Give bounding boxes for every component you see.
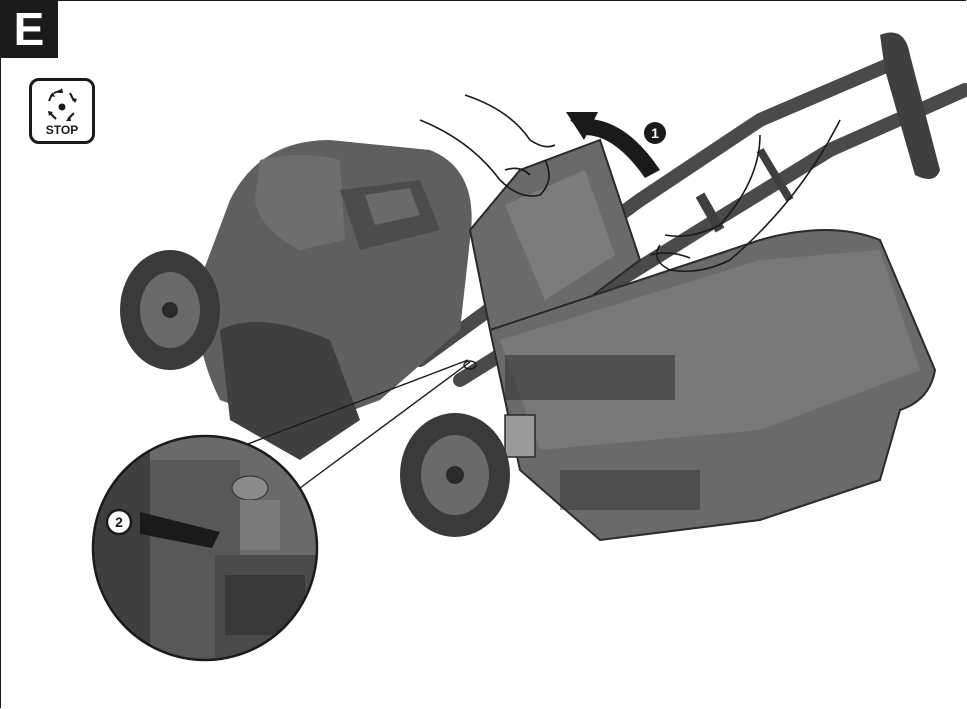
hand-lifting-flap bbox=[419, 94, 556, 197]
front-wheel bbox=[400, 413, 510, 537]
push-arrow bbox=[140, 512, 220, 548]
step-2-number: 2 bbox=[115, 514, 123, 530]
hand-holding-handle bbox=[649, 119, 841, 273]
stop-warning-icon: STOP bbox=[29, 78, 95, 144]
stop-label: STOP bbox=[45, 123, 79, 137]
detail-origin bbox=[463, 360, 477, 370]
mower-deck bbox=[197, 140, 472, 460]
zoom-circle-border bbox=[91, 434, 319, 662]
step-1-number: 1 bbox=[651, 125, 659, 141]
rear-left-wheel bbox=[120, 250, 220, 370]
grass-collection-box bbox=[488, 229, 937, 542]
step-2-marker: 2 bbox=[105, 508, 133, 536]
zoom-leader-lines bbox=[231, 359, 471, 489]
box-latch bbox=[504, 414, 536, 458]
zoom-detail bbox=[93, 436, 317, 660]
lift-arrow bbox=[566, 112, 660, 178]
section-label: E bbox=[0, 0, 58, 58]
rotation-arrows-icon bbox=[48, 88, 77, 121]
step-1-marker: 1 bbox=[644, 122, 666, 144]
rear-flap bbox=[468, 138, 642, 332]
vent-grille bbox=[505, 355, 700, 510]
